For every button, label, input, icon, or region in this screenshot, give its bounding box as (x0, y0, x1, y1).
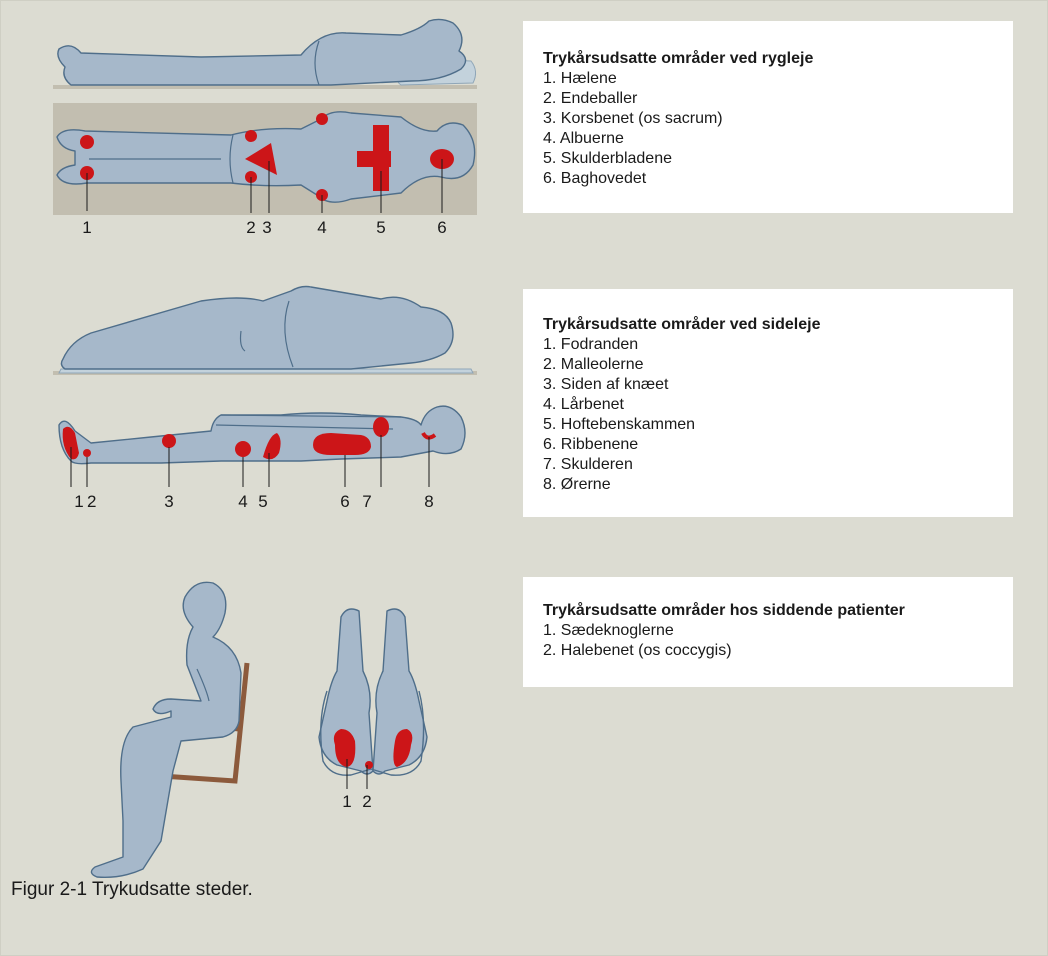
sitting-list: 1. Sædeknoglerne 2. Halebenet (os coccyg… (543, 621, 1013, 661)
lateral-label-8: 8 (424, 492, 433, 511)
list-item: 5. Skulderbladene (543, 149, 1013, 169)
list-item: 3. Korsbenet (os sacrum) (543, 109, 1013, 129)
coccyx (365, 761, 373, 769)
supine-list: 1. Hælene 2. Endeballer 3. Korsbenet (os… (543, 69, 1013, 189)
lateral-top-figure: 1 2 3 4 5 6 7 8 (59, 406, 465, 511)
list-item: 2. Halebenet (os coccygis) (543, 641, 1013, 661)
list-item: 8. Ørerne (543, 475, 1013, 495)
lateral-title: Trykårsudsatte områder ved sideleje (543, 315, 1013, 335)
malleolus (83, 449, 91, 457)
lateral-label-12: 1 (74, 492, 83, 511)
elbow-top (316, 113, 328, 125)
sitting-figure (91, 582, 247, 877)
label-6: 6 (437, 218, 446, 237)
femur (235, 441, 251, 457)
label-5: 5 (376, 218, 385, 237)
lateral-info-box: Trykårsudsatte områder ved sideleje 1. F… (523, 289, 1013, 517)
sitting-label-2: 2 (362, 792, 371, 811)
sitting-label-1: 1 (342, 792, 351, 811)
lateral-list: 1. Fodranden 2. Malleolerne 3. Siden af … (543, 335, 1013, 495)
sitting-bottom-figure: 1 2 (319, 609, 427, 811)
lateral-label-7: 7 (362, 492, 371, 511)
list-item: 1. Hælene (543, 69, 1013, 89)
supine-side-figure (53, 19, 477, 89)
list-item: 2. Endeballer (543, 89, 1013, 109)
figure-caption: Figur 2-1 Trykudsatte steder. (11, 879, 253, 901)
list-item: 6. Baghovedet (543, 169, 1013, 189)
ribs (313, 433, 371, 455)
lateral-label-2: 2 (87, 492, 96, 511)
list-item: 3. Siden af knæet (543, 375, 1013, 395)
list-item: 6. Ribbenene (543, 435, 1013, 455)
label-2: 2 (246, 218, 255, 237)
lateral-label-6: 6 (340, 492, 349, 511)
lateral-label-4: 4 (238, 492, 247, 511)
list-item: 5. Hoftebenskammen (543, 415, 1013, 435)
shoulder (373, 417, 389, 437)
label-1: 1 (82, 218, 91, 237)
list-item: 4. Lårbenet (543, 395, 1013, 415)
buttock-top (245, 130, 257, 142)
list-item: 7. Skulderen (543, 455, 1013, 475)
sitting-info-box: Trykårsudsatte områder hos siddende pati… (523, 577, 1013, 687)
knee-side (162, 434, 176, 448)
lateral-top-body (59, 406, 465, 464)
sitting-body (91, 582, 241, 877)
list-item: 2. Malleolerne (543, 355, 1013, 375)
list-item: 1. Fodranden (543, 335, 1013, 355)
supine-side-body (58, 19, 466, 85)
heel-top (80, 135, 94, 149)
lateral-side-figure (53, 287, 477, 376)
supine-info-box: Trykårsudsatte områder ved rygleje 1. Hæ… (523, 21, 1013, 213)
lateral-label-3: 3 (164, 492, 173, 511)
sitting-title: Trykårsudsatte områder hos siddende pati… (543, 601, 1013, 621)
label-4: 4 (317, 218, 326, 237)
lateral-side-body (61, 287, 453, 370)
list-item: 1. Sædeknoglerne (543, 621, 1013, 641)
list-item: 4. Albuerne (543, 129, 1013, 149)
label-3: 3 (262, 218, 271, 237)
supine-title: Trykårsudsatte områder ved rygleje (543, 49, 1013, 69)
lateral-label-5: 5 (258, 492, 267, 511)
supine-top-figure: 1 2 3 4 5 6 (53, 103, 477, 237)
